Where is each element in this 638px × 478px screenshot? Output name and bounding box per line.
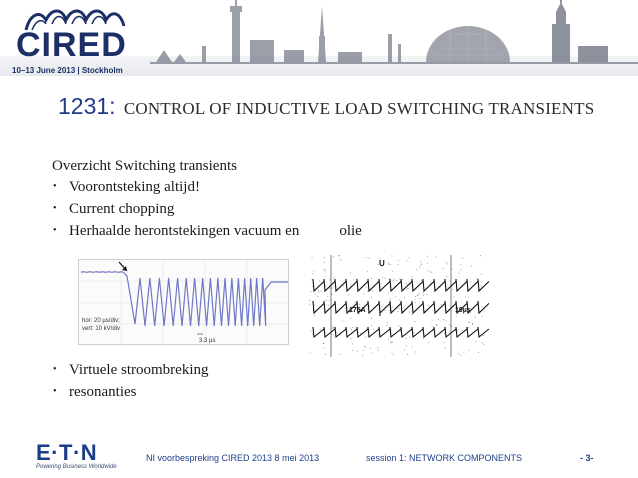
bullet-dot: • [53,225,57,236]
label-current: 175A [349,307,366,314]
footer-session: session 1: NETWORK COMPONENTS [366,453,523,463]
label-i: I [379,311,381,318]
legend-line-2: vert: 10 kV/div [82,326,120,332]
overview-heading: Overzicht Switching transients [52,158,237,174]
eaton-tagline: Powering Business Worldwide [36,464,117,470]
eaton-wordmark: E·T·N [36,440,98,465]
list-item: •Current chopping [52,198,362,220]
bullet-dot: • [53,364,57,375]
eaton-logo: E·T·N Powering Business Worldwide [36,440,117,472]
footer-event: NI voorbespreking CIRED 2013 8 mei 2013 [146,453,320,463]
list-item: •Virtuele stroombreking [52,359,208,381]
list-item: •resonanties [52,381,208,403]
oscillogram-left: hor: 20 µs/div; vert: 10 kV/div 3.3 µs [78,259,290,346]
cired-logo: CIRED 10–13 June 2013 | Stockholm [6,4,156,75]
cired-swirl-icon [24,9,126,31]
arrow-icon [118,261,128,272]
title-text: CONTROL OF INDUCTIVE LOAD SWITCHING TRAN… [123,99,595,118]
paper-number: 1231: [58,93,116,119]
bullet-dot: • [53,386,57,397]
label-u: U [379,259,385,268]
bullet-list-bottom: •Virtuele stroombreking •resonanties [52,359,208,403]
conference-banner: CIRED 10–13 June 2013 | Stockholm [0,0,638,76]
legend-line-1: hor: 20 µs/div; [82,318,120,324]
label-time: 10µs [455,307,471,314]
waveform-left: hor: 20 µs/div; vert: 10 kV/div 3.3 µs [79,260,290,346]
slide-title: 1231: CONTROL OF INDUCTIVE LOAD SWITCHIN… [58,93,594,120]
page-number: - 3- [580,453,594,463]
oscillogram-right: U 175A I 10µs [309,255,491,357]
bullet-dot: • [53,181,57,192]
event-date-location: 10–13 June 2013 | Stockholm [12,66,123,75]
stockholm-skyline-icon [150,0,638,64]
bullet-suffix: olie [339,223,362,239]
scale-label: 3.3 µs [199,338,215,344]
bullet-list-top: •Voorontsteking altijd! •Current choppin… [52,176,362,242]
waveform-right: U 175A I 10µs [309,255,490,357]
bullet-dot: • [53,203,57,214]
cired-wordmark: CIRED [16,26,127,64]
list-item: •Voorontsteking altijd! [52,176,362,198]
